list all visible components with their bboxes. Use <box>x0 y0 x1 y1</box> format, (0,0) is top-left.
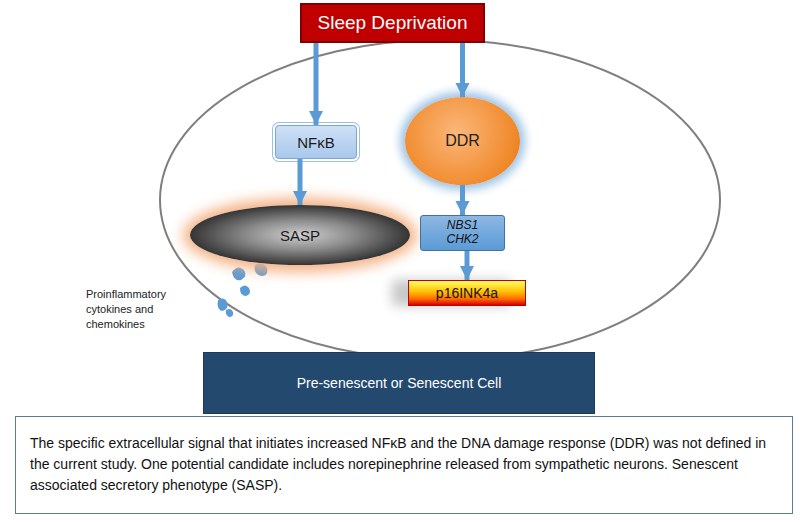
trigger-box: Sleep Deprivation <box>300 3 485 43</box>
marker-box: p16INK4a <box>408 280 526 306</box>
cell-band: Pre-senescent or Senescent Cell <box>203 352 595 414</box>
cytokine-blob <box>255 264 268 276</box>
flow-arrow <box>460 185 465 215</box>
node-text: NBS1 CHK2 <box>441 219 485 247</box>
process-ellipse: SASP <box>190 205 410 265</box>
process-box: NFκB <box>275 125 357 159</box>
cytokine-blob <box>218 298 228 311</box>
cytokine-blob <box>240 286 250 297</box>
cell-membrane <box>160 40 720 360</box>
node-text: DDR <box>445 132 480 150</box>
node-text: p16INK4a <box>436 285 498 301</box>
node-text: Sleep Deprivation <box>318 12 468 34</box>
process-box: NBS1 CHK2 <box>420 215 505 251</box>
annotation-label: Proinflammatory cytokines and chemokines <box>86 287 190 332</box>
flow-arrow <box>298 159 303 205</box>
flow-arrow <box>465 251 470 280</box>
node-text: NFκB <box>297 134 335 151</box>
cytokine-blob <box>232 267 245 280</box>
caption-text: The specific extracellular signal that i… <box>30 433 778 496</box>
flow-arrow <box>460 43 465 97</box>
cytokine-blob <box>226 309 233 317</box>
process-circle: DDR <box>405 97 520 185</box>
flow-arrow <box>314 43 319 125</box>
caption-box: The specific extracellular signal that i… <box>15 416 793 514</box>
node-text: SASP <box>280 227 320 244</box>
node-text: Pre-senescent or Senescent Cell <box>297 375 502 391</box>
